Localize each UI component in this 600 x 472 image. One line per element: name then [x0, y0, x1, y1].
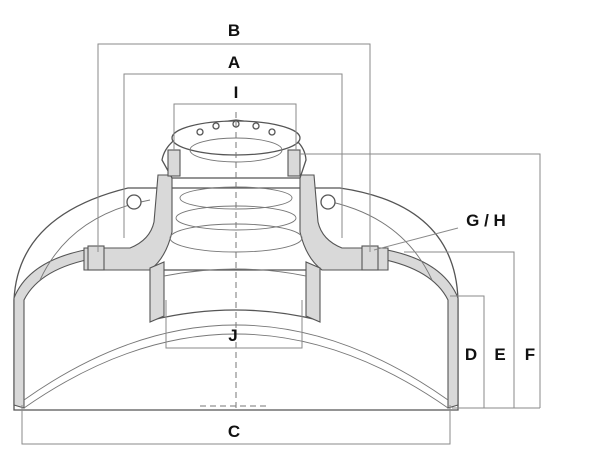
label-d: D	[465, 345, 477, 364]
label-a: A	[228, 53, 240, 72]
label-b: B	[228, 21, 240, 40]
dimension-labels: B A I G / H J D E F C	[228, 21, 535, 441]
flange-bolt-hole-left	[126, 194, 142, 210]
label-i: I	[234, 83, 239, 102]
flange-stud-left	[87, 245, 105, 271]
dim-gh-leader	[373, 227, 459, 251]
dim-i-line	[173, 103, 297, 150]
dim-e-line	[404, 251, 515, 408]
hub-bolt-hole-4	[252, 122, 260, 130]
hub-bore-curve	[163, 268, 307, 277]
hub-bore-wall-left	[149, 261, 165, 323]
hub-bolt-hole-5	[268, 128, 276, 136]
dim-a-line	[123, 73, 343, 238]
hub-stud-right	[287, 149, 301, 177]
hub-stud-left	[167, 149, 181, 177]
dimension-lines	[21, 43, 541, 445]
hub-bolt-hole-1	[196, 128, 204, 136]
brake-drum-drawing	[13, 112, 459, 411]
label-f: F	[525, 345, 535, 364]
hub-bolt-hole-2	[212, 122, 220, 130]
label-c: C	[228, 422, 240, 441]
dim-b-line	[97, 43, 371, 252]
label-j: J	[228, 326, 237, 345]
dome-rib-right	[321, 199, 433, 281]
label-g-h: G / H	[466, 211, 506, 230]
dim-f-line	[300, 153, 541, 408]
dim-j-line	[165, 300, 303, 349]
dim-c-line	[21, 405, 451, 445]
label-e: E	[494, 345, 505, 364]
flange-bolt-hole-right	[320, 194, 336, 210]
hub-bore-wall-right	[305, 261, 321, 323]
